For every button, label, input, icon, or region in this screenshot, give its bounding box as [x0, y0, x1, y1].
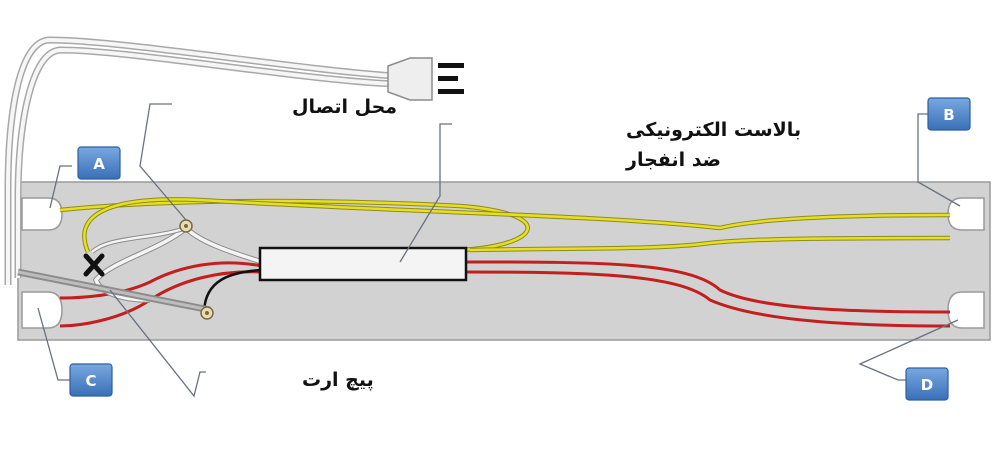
junction-label: محل اتصال	[292, 96, 397, 118]
ground-wire	[202, 268, 263, 313]
terminal-label-d: D	[921, 376, 933, 394]
terminal-label-c: C	[85, 372, 96, 390]
terminal-label-a: A	[93, 155, 105, 173]
white-wires	[90, 225, 263, 303]
terminal-box-b: B	[927, 97, 971, 131]
power-cord-2	[16, 47, 396, 278]
junction-connector	[179, 219, 193, 233]
yellow-wires	[59, 197, 951, 253]
callout-lines	[37, 103, 961, 398]
terminal-box-c: C	[69, 363, 113, 397]
red-wires	[59, 260, 951, 328]
socket-d	[947, 291, 985, 329]
ballast-label-line2: ضد انفجار	[625, 149, 721, 171]
ballast	[258, 246, 468, 282]
terminal-box-a: A	[77, 146, 121, 180]
power-plug-icon	[387, 57, 464, 101]
ground-screw-label: پیچ ارت	[302, 369, 374, 391]
terminal-label-b: B	[943, 106, 954, 124]
ground-rail-highlight	[17, 270, 211, 312]
terminal-box-d: D	[905, 367, 949, 401]
socket-c	[21, 291, 63, 329]
socket-a	[21, 197, 63, 231]
power-cord	[6, 37, 396, 285]
ballast-label-line1: بالاست الکترونیکی	[626, 119, 801, 141]
cross-mark-icon	[83, 253, 105, 277]
ground-screw	[200, 306, 214, 320]
